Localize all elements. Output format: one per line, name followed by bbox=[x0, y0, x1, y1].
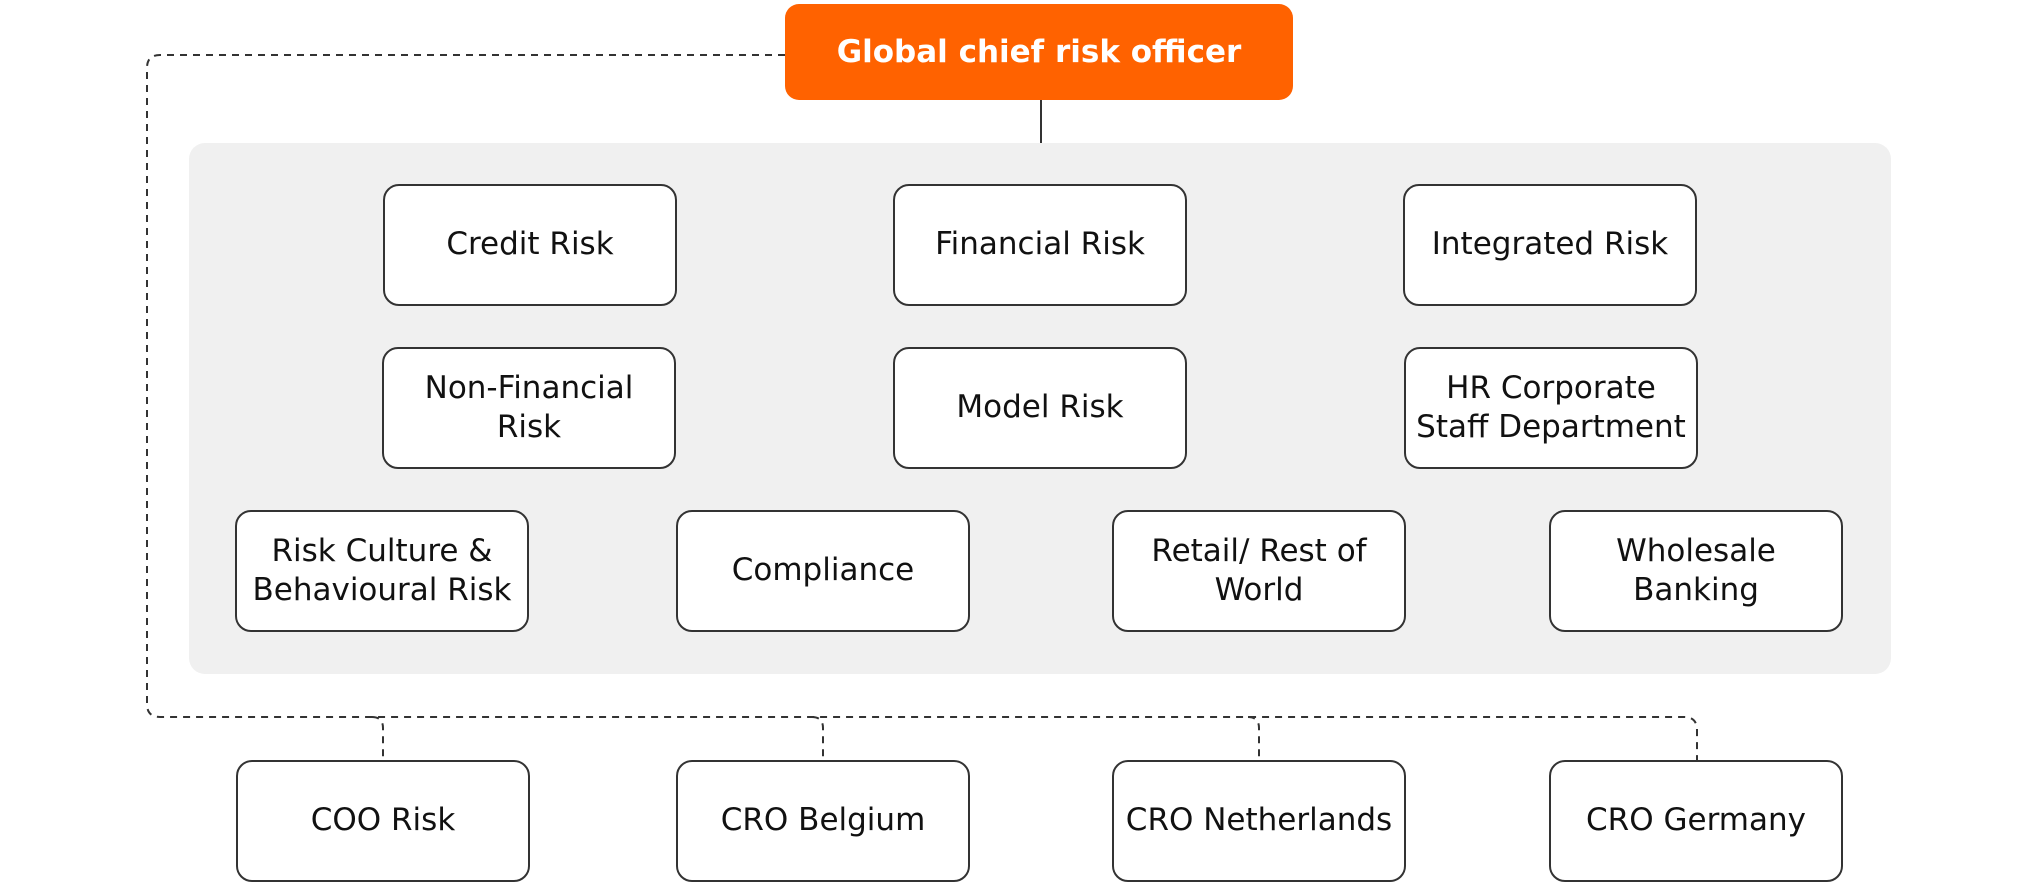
node-cro-netherlands: CRO Netherlands bbox=[1112, 760, 1406, 882]
node-coo-risk: COO Risk bbox=[236, 760, 530, 882]
node-integrated-risk: Integrated Risk bbox=[1403, 184, 1697, 306]
node-credit-risk: Credit Risk bbox=[383, 184, 677, 306]
node-financial-risk: Financial Risk bbox=[893, 184, 1187, 306]
dashed-drop-cro-netherlands bbox=[1247, 716, 1260, 760]
dashed-connector bbox=[146, 54, 1698, 760]
node-non-financial-risk: Non-Financial Risk bbox=[382, 347, 676, 469]
node-cro-belgium: CRO Belgium bbox=[676, 760, 970, 882]
node-cro-germany: CRO Germany bbox=[1549, 760, 1843, 882]
node-retail-rest-of-world: Retail/ Rest of World bbox=[1112, 510, 1406, 632]
node-compliance: Compliance bbox=[676, 510, 970, 632]
dashed-drop-cro-belgium bbox=[811, 716, 824, 760]
node-risk-culture-behavioural-risk: Risk Culture & Behavioural Risk bbox=[235, 510, 529, 632]
node-hr-corporate-staff-department: HR Corporate Staff Department bbox=[1404, 347, 1698, 469]
global-cro-node: Global chief risk officer bbox=[785, 4, 1293, 100]
dashed-drop-coo-risk bbox=[371, 716, 384, 760]
node-model-risk: Model Risk bbox=[893, 347, 1187, 469]
node-wholesale-banking: Wholesale Banking bbox=[1549, 510, 1843, 632]
